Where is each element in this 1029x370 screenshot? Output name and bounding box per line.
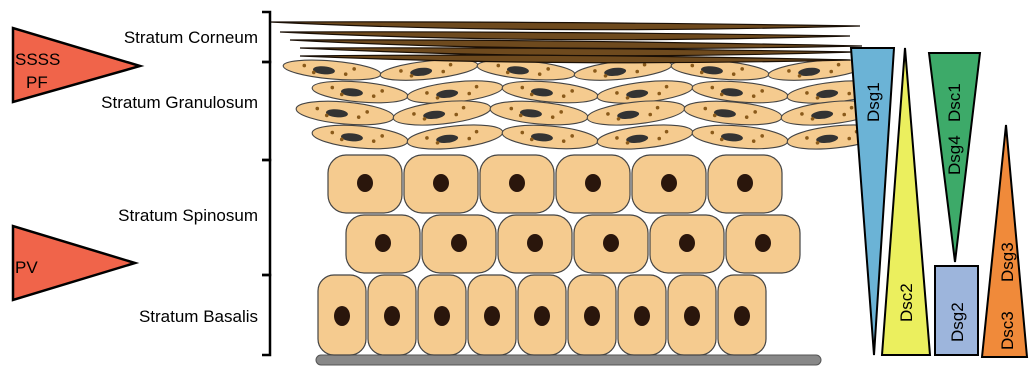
granular-cell (596, 121, 694, 153)
corneocyte-sheet (270, 22, 860, 30)
nucleus (334, 306, 350, 326)
nucleus (527, 234, 543, 252)
nucleus (484, 306, 500, 326)
corneum-layer (270, 22, 862, 63)
nucleus (384, 306, 400, 326)
granular-cell (501, 122, 599, 152)
nucleus (737, 174, 753, 192)
marker-ssss-label: SSSS (15, 50, 60, 69)
nucleus (357, 174, 373, 192)
corneocyte-sheet (290, 40, 862, 49)
dsc2-label: Dsc2 (897, 283, 916, 322)
bracket-basalis (262, 275, 270, 355)
granular-cell (311, 122, 409, 152)
nucleus (509, 174, 525, 192)
label-stratum-spinosum: Stratum Spinosum (118, 206, 258, 225)
nucleus (584, 306, 600, 326)
marker-pv-label: PV (15, 258, 38, 277)
label-stratum-basalis: Stratum Basalis (139, 307, 258, 326)
granular-cell (691, 122, 789, 152)
dsg1-label: Dsg1 (864, 82, 883, 122)
basal-cell-layer (318, 275, 766, 355)
layer-brackets (262, 12, 270, 355)
nucleus (603, 234, 619, 252)
nucleus (585, 174, 601, 192)
corneocyte-sheet (280, 32, 850, 40)
corneocyte-sheet (300, 48, 855, 56)
label-stratum-corneum: Stratum Corneum (124, 28, 258, 47)
dsc1-label: Dsc1 (945, 83, 964, 122)
nucleus (661, 174, 677, 192)
dsg3-label: Dsg3 (998, 242, 1017, 282)
nucleus (755, 234, 771, 252)
granular-cell-layer (282, 56, 883, 153)
nucleus (375, 234, 391, 252)
granular-cell (392, 97, 492, 129)
dsg4-label: Dsg4 (945, 135, 964, 175)
marker-pf-label: PF (26, 73, 48, 92)
nucleus (434, 306, 450, 326)
label-stratum-granulosum: Stratum Granulosum (101, 93, 258, 112)
nucleus (684, 306, 700, 326)
dsc3-label: Dsc3 (998, 311, 1017, 350)
nucleus (679, 234, 695, 252)
granular-cell (586, 97, 686, 129)
bracket-corneum (262, 12, 270, 62)
nucleus (734, 306, 750, 326)
nucleus (433, 174, 449, 192)
nucleus (451, 234, 467, 252)
bracket-granulosum (262, 62, 270, 160)
nucleus (534, 306, 550, 326)
granular-cell (282, 57, 381, 83)
bracket-spinosum (262, 160, 270, 275)
corneocyte-sheet (300, 55, 850, 63)
nucleus (634, 306, 650, 326)
dsg2-label: Dsg2 (948, 302, 967, 342)
spinous-cell-layer (328, 155, 800, 273)
basement-membrane (316, 355, 821, 365)
granular-cell (406, 121, 504, 153)
